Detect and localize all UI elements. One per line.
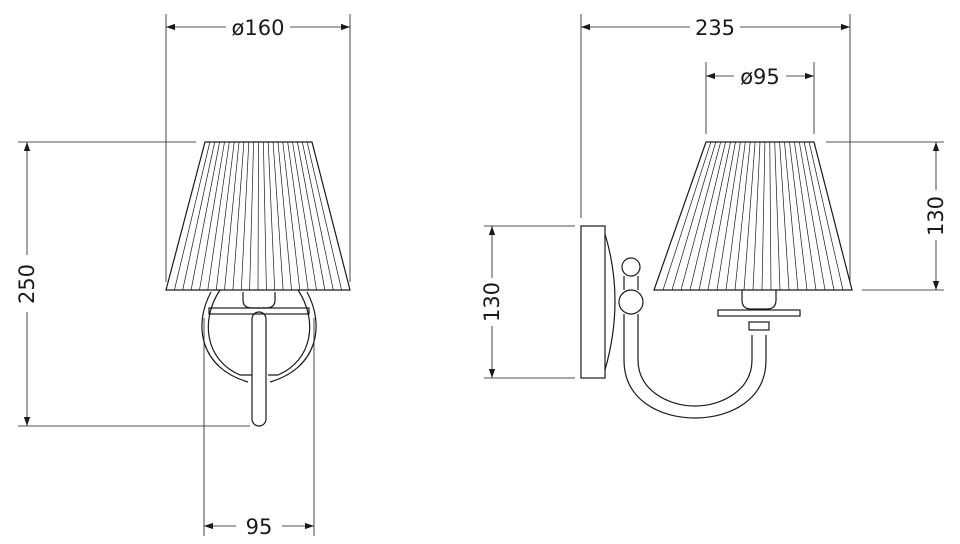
shade-pleat [779, 141, 790, 291]
shade-pleat [297, 141, 326, 291]
dim-shade-diameter: ø160 [232, 16, 285, 40]
shade-pleat [232, 141, 245, 291]
shade-pleat [689, 141, 726, 291]
side-view: 235 ø95 130 130 [480, 14, 948, 419]
shade-pleat [249, 141, 254, 291]
shade-pleat [725, 141, 746, 291]
shade-pleat [734, 141, 751, 291]
shade-pleat [698, 141, 731, 291]
shade-pleat [306, 141, 342, 291]
shade-pleat [182, 141, 216, 291]
side-upper-knob [621, 257, 641, 277]
shade-pleat [798, 141, 826, 291]
shade-pleat [671, 141, 717, 291]
shade-pleat [803, 141, 835, 291]
shade-pleat [207, 141, 230, 291]
shade-pleat [794, 141, 817, 291]
side-lower-knob [618, 289, 644, 315]
dim-total-height: 250 [15, 264, 39, 304]
dim-total-depth: 235 [695, 16, 735, 40]
shade-pleat [263, 141, 267, 291]
shade-pleat [215, 141, 235, 291]
side-arm [623, 290, 801, 419]
shade-pleat [680, 141, 722, 291]
shade-pleat [240, 141, 250, 291]
dim-base-width: 95 [246, 515, 273, 539]
shade-pleat [707, 141, 736, 291]
front-view: ø160 250 95 [15, 14, 351, 539]
dim-shade-top-diameter: ø95 [740, 65, 780, 89]
shade-pleat [190, 141, 220, 291]
shade-pleat [174, 141, 211, 291]
side-backplate [580, 225, 616, 379]
side-lampshade [653, 141, 853, 291]
front-lampshade [165, 141, 351, 291]
dim-shade-height: 130 [924, 196, 948, 236]
shade-pleat [287, 141, 309, 291]
shade-pleat [267, 141, 276, 291]
shade-pleat [199, 141, 225, 291]
shade-pleat [789, 141, 808, 291]
shade-pleat [277, 141, 292, 291]
dim-backplate-height: 130 [480, 282, 504, 322]
shade-pleat [224, 141, 240, 291]
shade-pleat [752, 141, 761, 291]
shade-pleat [272, 141, 284, 291]
shade-pleat [761, 141, 766, 291]
shade-pleat [282, 141, 301, 291]
shade-pleat [662, 141, 712, 291]
shade-pleat [257, 141, 259, 291]
shade-pleat [292, 141, 317, 291]
shade-pleat [301, 141, 334, 291]
shade-pleat [716, 141, 741, 291]
shade-pleat [808, 141, 844, 291]
shade-pleat [743, 141, 756, 291]
shade-pleat [784, 141, 799, 291]
shade-pleat [769, 141, 772, 291]
shade-pleat [774, 141, 781, 291]
front-arm [201, 289, 317, 427]
